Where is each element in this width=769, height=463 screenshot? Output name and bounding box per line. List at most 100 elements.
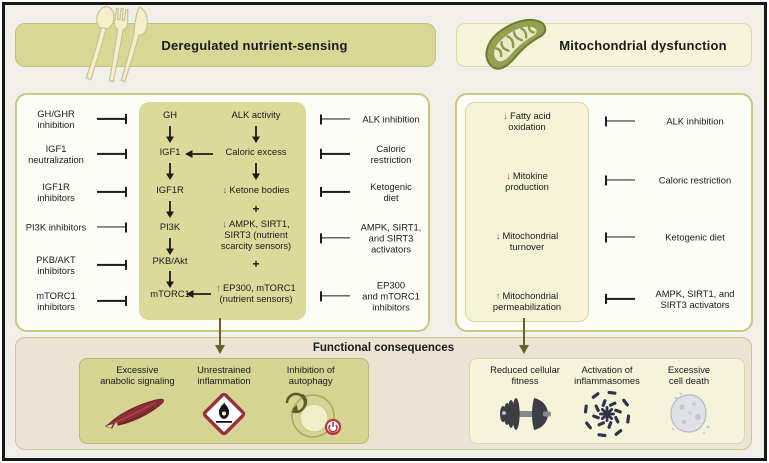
inhibition-bar-icon [97,222,127,232]
inhibition-bar-icon [605,175,635,185]
inhibitor-label: Caloric restriction [370,142,412,165]
inhibition-bar-icon [320,233,350,243]
signaling-pathway-box: GH IGF1 IGF1R PI3K PKB/Akt mTORC1 ALK ac… [139,102,306,320]
inhibitor-label: Ketogenic diet [665,231,725,243]
consequence-anabolic-signaling: Excessive anabolic signaling [94,364,181,441]
inhibition-bar-icon [320,149,350,159]
flammable-hazard-icon [202,392,246,436]
down-arrow-icon [166,271,174,288]
mitochondrion-icon [485,18,547,70]
down-arrow-icon [166,201,174,218]
plus-sign: + [252,257,260,271]
header-left-title: Deregulated nutrient-sensing [161,37,348,53]
inhibitor-row-igf1-neutralization: IGF1 neutralization [19,143,127,165]
inhibition-bar-icon [97,260,127,270]
cascade-node-ep300-mtorc1: ↑EP300, mTORC1 (nutrient sensors) [216,282,296,304]
inhibition-bar-icon [320,291,350,301]
inhibitor-label: GH/GHR inhibition [37,107,75,130]
inhibitor-label: EP300 and mTORC1 inhibitors [362,279,420,313]
inhibitor-row-alk-inhibition: ALK inhibition [605,115,751,126]
inhibitor-label: ALK inhibition [666,115,724,127]
inhibition-bar-icon [97,114,127,124]
up-arrow-icon: ↑ [495,290,501,301]
inhibitor-row-igf1r: IGF1R inhibitors [19,181,127,203]
cascade-node-alk: ALK activity [231,109,281,120]
pathway-node-gh: GH [162,109,178,120]
inhibitor-label: PI3K inhibitors [25,221,87,233]
inhibitor-label: PKB/AKT inhibitors [36,253,76,276]
effect-mitokine-production: ↓Mitokine production [505,170,549,193]
inflammasome-icon [580,387,634,441]
gh-igf1-chain: GH IGF1 IGF1R PI3K PKB/Akt mTORC1 [141,102,199,320]
inhibitor-label: Caloric restriction [658,174,732,186]
nutrient-consequences-box: Excessive anabolic signaling Unrestraine… [79,358,369,444]
inhibition-bar-icon [605,116,635,126]
inhibitor-label: mTORC1 inhibitors [36,289,76,312]
cell-death-icon [670,392,710,435]
consequence-label: Excessive anabolic signaling [100,364,175,387]
inhibitor-row-ampk-activators: AMPK, SIRT1, and SIRT3 activators [605,288,751,310]
inhibitor-label: Ketogenic diet [370,180,412,203]
mitochondrial-dysfunction-panel: ↓Fatty acid oxidation ↓Mitokine producti… [455,93,753,332]
down-arrow-icon [166,126,174,143]
inhibition-bar-icon [320,114,350,124]
nutrient-sensing-panel: GH/GHR inhibition IGF1 neutralization IG… [15,93,430,332]
inhibitor-row-ketogenic-diet: Ketogenic diet [605,231,751,242]
nutrient-cascade: ALK activity Caloric excess ↓Ketone bodi… [209,102,303,320]
pathway-node-mtorc1: mTORC1 [150,288,190,299]
header-deregulated-nutrient-sensing: Deregulated nutrient-sensing [15,23,436,67]
pathway-node-pi3k: PI3K [159,221,181,232]
dumbbell-icon [500,398,551,430]
effect-mitochondrial-permeabilization: ↑Mitochondrial permeabilization [492,290,562,313]
inhibitor-row-pkb-akt: PKB/AKT inhibitors [19,254,127,276]
consequence-label: Unrestrained inflammation [197,364,251,387]
left-arrow-icon [186,290,211,298]
down-arrow-icon [166,163,174,180]
mitochondrial-effects-box: ↓Fatty acid oxidation ↓Mitokine producti… [465,102,589,322]
inhibitor-row-pi3k: PI3K inhibitors [19,221,127,232]
cascade-node-ketone-bodies: ↓Ketone bodies [222,184,290,195]
consequence-autophagy-inhibition: Inhibition of autophagy [267,364,354,441]
inhibition-bar-icon [605,232,635,242]
inhibitor-row-ketogenic-diet: Ketogenic diet [320,181,428,203]
inhibitor-label: AMPK, SIRT1, and SIRT3 activators [655,287,735,310]
inhibition-bar-icon [97,149,127,159]
down-arrow-icon [166,238,174,255]
inhibitor-row-caloric-restriction: Caloric restriction [320,143,428,165]
mito-consequences-box: Reduced cellular fitness [469,358,745,444]
autophagy-icon [285,392,341,438]
consequence-label: Activation of inflammasomes [574,364,640,387]
plus-sign: + [252,202,260,216]
inhibition-bar-icon [97,296,127,306]
consequence-inflammasomes: Activation of inflammasomes [566,364,648,441]
down-arrow-icon: ↓ [495,230,501,241]
inhibitor-label: AMPK, SIRT1, and SIRT3 activators [360,221,422,255]
consequence-inflammation: Unrestrained inflammation [181,364,268,441]
effect-fatty-acid-oxidation: ↓Fatty acid oxidation [503,110,551,133]
down-arrow-icon: ↓ [222,184,228,195]
inhibitor-row-mtorc1: mTORC1 inhibitors [19,290,127,312]
down-arrow-icon [252,126,260,143]
consequence-cell-death: Excessive cell death [648,364,730,441]
inhibitor-row-ep300-inhibitors: EP300 and mTORC1 inhibitors [320,279,428,313]
inhibitor-label: IGF1R inhibitors [37,180,75,203]
down-arrow-icon [252,163,260,180]
functional-consequences-box: Functional consequences Excessive anabol… [15,337,752,450]
down-arrow-icon: ↓ [222,218,227,229]
up-arrow-icon: ↑ [216,282,221,293]
down-arrow-icon: ↓ [503,110,509,121]
pathway-node-pkb-akt: PKB/Akt [152,255,188,266]
inhibitor-row-caloric-restriction: Caloric restriction [605,174,751,185]
cascade-node-caloric: Caloric excess [225,146,287,157]
inhibitor-row-gh-ghr: GH/GHR inhibition [19,108,127,130]
cutlery-icon [86,6,149,83]
inhibition-bar-icon [320,187,350,197]
inhibition-bar-icon [605,294,635,304]
inhibitor-label: ALK inhibition [362,113,420,125]
functional-consequences-title: Functional consequences [312,342,455,354]
consequence-label: Reduced cellular fitness [490,364,560,387]
inhibitor-row-alk-inhibition: ALK inhibition [320,113,428,124]
inhibitor-label: IGF1 neutralization [28,142,84,165]
left-arrow-icon [185,150,213,158]
